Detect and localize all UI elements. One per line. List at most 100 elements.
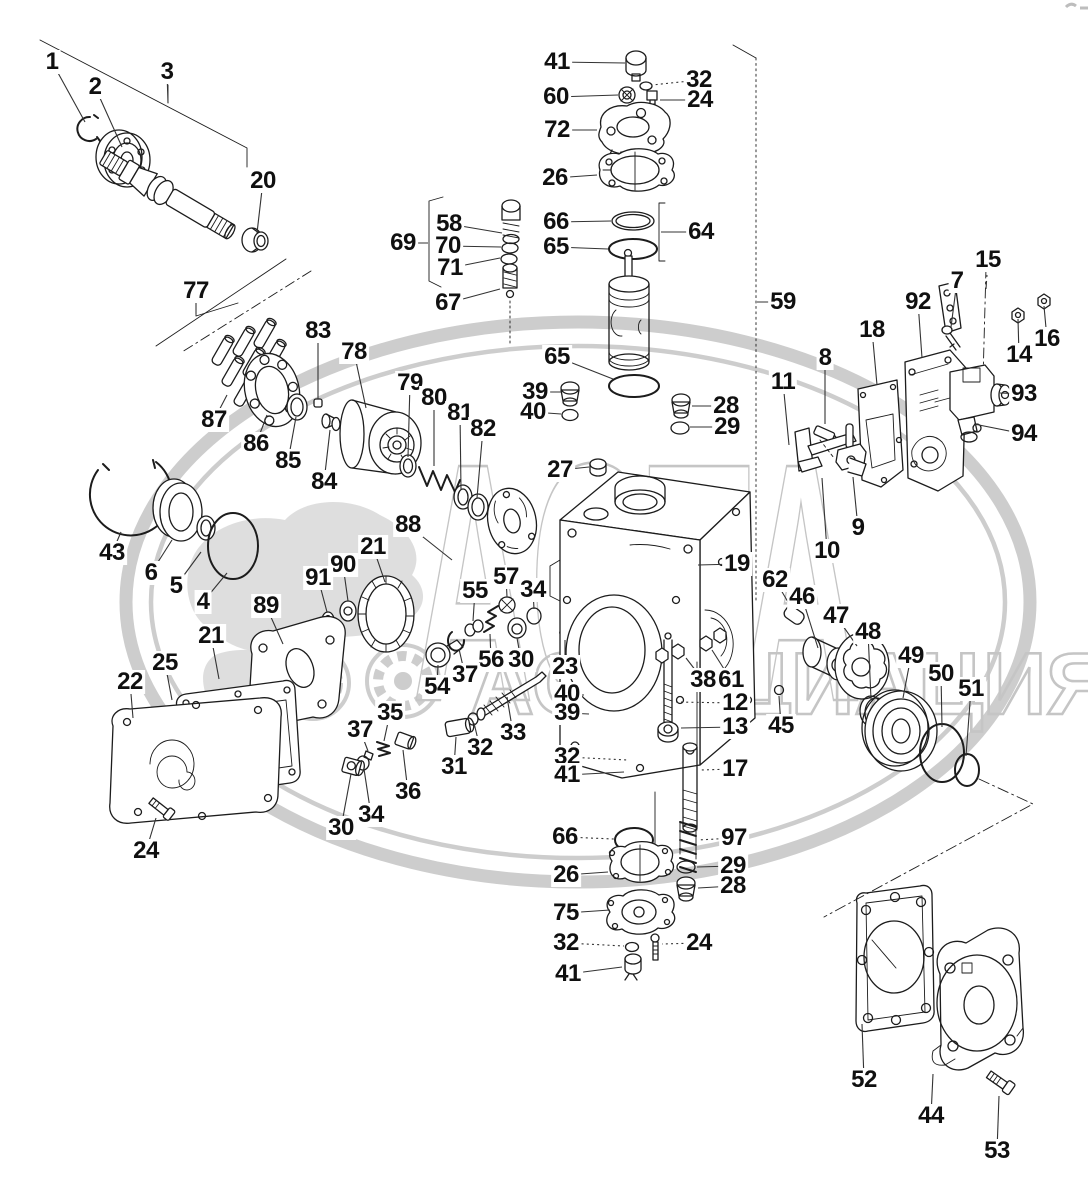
adjuster-stack-drawing: [655, 627, 727, 902]
callout-label-83: 83: [303, 317, 333, 344]
callout-label-20: 20: [248, 167, 278, 194]
callout-label-88: 88: [393, 511, 423, 538]
callout-label-72: 72: [542, 116, 572, 143]
callout-label-56: 56: [476, 646, 506, 673]
callout-label-97: 97: [719, 824, 749, 851]
callout-label-3: 3: [158, 58, 176, 85]
callout-label-41: 41: [553, 960, 583, 987]
callout-label-50: 50: [926, 660, 956, 687]
callout-label-16: 16: [1032, 325, 1062, 352]
mounting-flange-group-drawing: [823, 778, 1034, 1096]
callout-label-82: 82: [468, 415, 498, 442]
callout-label-24: 24: [685, 86, 715, 113]
callout-label-53: 53: [982, 1137, 1012, 1164]
callout-label-79: 79: [395, 369, 425, 396]
callout-label-29: 29: [712, 413, 742, 440]
callout-label-13: 13: [720, 713, 750, 740]
callout-label-62: 62: [760, 566, 790, 593]
callout-label-40: 40: [518, 398, 548, 425]
callout-label-41: 41: [552, 761, 582, 788]
callout-label-24: 24: [684, 929, 714, 956]
callout-label-85: 85: [273, 447, 303, 474]
callout-label-87: 87: [199, 406, 229, 433]
callout-label-59: 59: [768, 288, 798, 315]
callout-label-90: 90: [328, 551, 358, 578]
callout-label-28: 28: [711, 392, 741, 419]
callout-label-22: 22: [115, 668, 145, 695]
callout-label-57: 57: [491, 563, 521, 590]
callout-label-12: 12: [720, 689, 750, 716]
callout-label-26: 26: [540, 164, 570, 191]
callout-label-64: 64: [686, 218, 716, 245]
callout-label-33: 33: [498, 719, 528, 746]
callout-label-80: 80: [419, 384, 449, 411]
callout-label-60: 60: [541, 83, 571, 110]
callout-label-26: 26: [551, 861, 581, 888]
callout-label-45: 45: [766, 712, 796, 739]
callout-label-30: 30: [506, 646, 536, 673]
callout-label-37: 37: [450, 661, 480, 688]
callout-label-34: 34: [518, 576, 548, 603]
callout-label-24: 24: [131, 837, 161, 864]
callout-label-21: 21: [358, 533, 388, 560]
callout-label-65: 65: [542, 343, 572, 370]
callout-label-46: 46: [787, 583, 817, 610]
callout-label-66: 66: [541, 208, 571, 235]
callout-label-15: 15: [973, 246, 1003, 273]
callout-label-10: 10: [812, 537, 842, 564]
callout-label-55: 55: [460, 577, 490, 604]
callout-label-27: 27: [545, 456, 575, 483]
callout-label-11: 11: [768, 368, 798, 395]
callout-label-8: 8: [816, 344, 834, 371]
callout-label-91: 91: [303, 564, 333, 591]
callout-label-44: 44: [916, 1102, 946, 1129]
callout-label-39: 39: [520, 378, 550, 405]
callout-label-89: 89: [251, 592, 281, 619]
callout-label-49: 49: [896, 642, 926, 669]
callout-label-51: 51: [956, 675, 986, 702]
pump-housing-drawing: [549, 458, 756, 853]
feedback-linkage-drawing: [794, 423, 867, 477]
bottom-cover-stack-drawing: [606, 827, 676, 981]
callout-label-67: 67: [433, 289, 463, 316]
rotating-group-drawing: [211, 317, 538, 555]
callout-label-34: 34: [356, 801, 386, 828]
callout-label-25: 25: [150, 649, 180, 676]
relief-valve-drawing: [428, 196, 521, 347]
callout-label-18: 18: [857, 316, 887, 343]
leader-line-32: [565, 942, 625, 947]
end-cover-group-drawing: [109, 679, 301, 824]
callout-label-17: 17: [720, 755, 750, 782]
callout-label-92: 92: [903, 288, 933, 315]
callout-label-32: 32: [551, 929, 581, 956]
callout-label-6: 6: [142, 559, 160, 586]
callout-label-37: 37: [345, 716, 375, 743]
callout-label-65: 65: [541, 233, 571, 260]
callout-label-75: 75: [551, 899, 581, 926]
callout-label-21: 21: [196, 622, 226, 649]
callout-label-58: 58: [434, 210, 464, 237]
servo-piston-drawing: [608, 248, 660, 398]
housing-plugs-drawing: [560, 381, 691, 435]
top-cover-stack-drawing: [598, 50, 675, 262]
callout-label-30: 30: [326, 814, 356, 841]
callout-label-70: 70: [433, 232, 463, 259]
callout-label-7: 7: [948, 267, 966, 294]
callout-label-48: 48: [853, 618, 883, 645]
callout-label-23: 23: [550, 653, 580, 680]
callout-label-35: 35: [375, 699, 405, 726]
callout-label-41: 41: [542, 48, 572, 75]
callout-label-86: 86: [241, 430, 271, 457]
end-cap-group-drawing: [857, 267, 1051, 492]
callout-label-19: 19: [722, 550, 752, 577]
callout-label-28: 28: [718, 872, 748, 899]
callout-label-71: 71: [435, 254, 465, 281]
callout-label-14: 14: [1004, 341, 1034, 368]
callout-label-39: 39: [552, 699, 582, 726]
shaft-seal-group-drawing: [88, 459, 259, 580]
leader-line-79: [407, 382, 411, 458]
callout-label-84: 84: [309, 468, 339, 495]
callout-label-38: 38: [688, 666, 718, 693]
gerotor-group-drawing: [773, 605, 980, 787]
